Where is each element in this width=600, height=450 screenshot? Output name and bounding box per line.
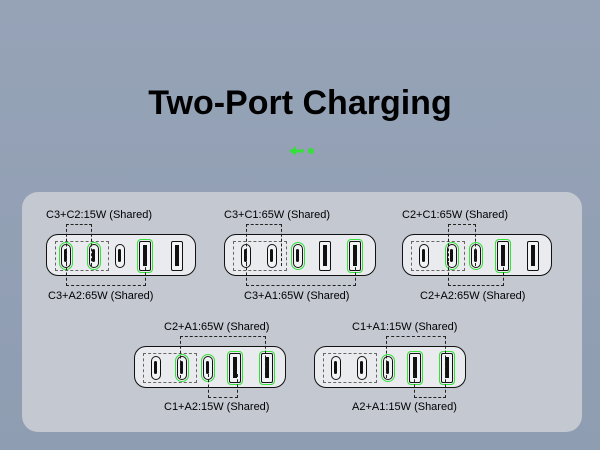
- usb-c2-port: [357, 356, 367, 380]
- usb-c3-port: [331, 356, 341, 380]
- port-group: [233, 241, 287, 271]
- usb-c2-port: [87, 242, 101, 270]
- port-group: [55, 241, 109, 271]
- page-title: Two-Port Charging: [148, 84, 452, 122]
- diagram-1-top-label: C3+C2:15W (Shared): [46, 209, 153, 221]
- bottom-link-bracket: [414, 374, 446, 398]
- usb-c2-port: [445, 242, 459, 270]
- usb-c1-port: [381, 354, 395, 382]
- bottom-link-bracket: [448, 262, 504, 286]
- usb-a1-port: [439, 351, 455, 385]
- usb-c2-port: [267, 244, 277, 268]
- top-link-bracket: [246, 224, 282, 266]
- diagram-3-bottom-label: C2+A2:65W (Shared): [420, 290, 526, 302]
- usb-c2-port: [175, 354, 189, 382]
- diagrams-panel: [22, 192, 582, 432]
- bottom-link-bracket: [208, 374, 238, 398]
- charger: [46, 234, 196, 276]
- diagram-4-bottom-label: C1+A2:15W (Shared): [164, 401, 270, 413]
- diagram-4-top-label: C2+A1:65W (Shared): [164, 321, 270, 333]
- usb-a1-port: [527, 241, 539, 271]
- diagram-5-top-label: C1+A1:15W (Shared): [352, 321, 458, 333]
- diagram-3-top-label: C2+C1:65W (Shared): [402, 209, 509, 221]
- charger: [224, 234, 376, 276]
- diagram-1-bottom-label: C3+A2:65W (Shared): [48, 290, 154, 302]
- diagram-5-bottom-label: A2+A1:15W (Shared): [352, 401, 457, 413]
- usb-c1-port: [291, 242, 305, 270]
- top-link-bracket: [180, 336, 266, 378]
- port-group: [143, 353, 197, 383]
- top-link-bracket: [386, 336, 446, 378]
- port-group: [411, 241, 465, 271]
- top-link-bracket: [66, 224, 92, 266]
- usb-a2-port: [227, 351, 243, 385]
- bottom-link-bracket: [246, 262, 356, 286]
- usb-a2-port: [407, 351, 423, 385]
- port-group: [323, 353, 377, 383]
- bottom-link-bracket: [66, 262, 146, 286]
- diagram-2-bottom-label: C3+A1:65W (Shared): [244, 290, 350, 302]
- usb-c3-port: [151, 356, 161, 380]
- arrow-indicator-icon: [289, 146, 314, 156]
- usb-a1-port: [259, 351, 275, 385]
- usb-a2-port: [319, 241, 331, 271]
- usb-a1-port: [171, 241, 183, 271]
- top-link-bracket: [448, 224, 476, 266]
- charger: [402, 234, 552, 276]
- usb-c3-port: [419, 244, 429, 268]
- diagram-2-top-label: C3+C1:65W (Shared): [224, 209, 331, 221]
- charger: [314, 346, 466, 388]
- usb-c1-port: [115, 244, 125, 268]
